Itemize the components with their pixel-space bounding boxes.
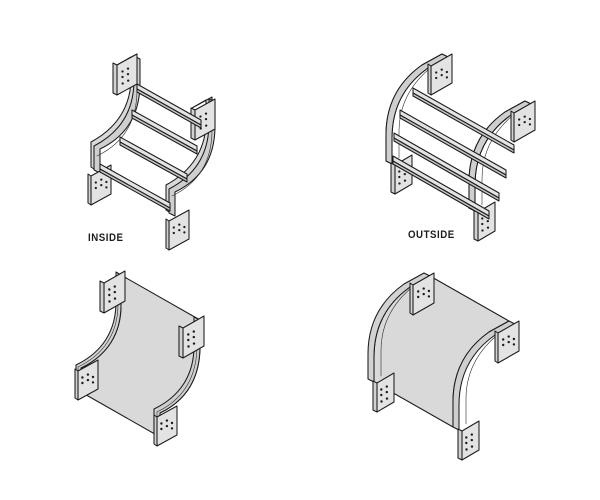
bolt-hole-group [160, 419, 174, 431]
near-top-flange-plate [510, 100, 536, 143]
bolt-hole-group [108, 285, 117, 303]
far-bottom-flange-plate [74, 359, 99, 401]
caption-inside: INSIDE [88, 232, 124, 244]
caption-outside: OUTSIDE [408, 229, 455, 241]
bolt-hole-group [417, 287, 431, 299]
far-top-flange-plate [99, 270, 126, 314]
solid-outside-drawing [367, 272, 520, 461]
ladder-rung [119, 136, 188, 183]
solid-inside-drawing [74, 270, 205, 447]
near-bottom-flange-plate [457, 420, 480, 461]
bolt-hole-group [481, 214, 490, 232]
far-top-flange-plate [112, 53, 138, 96]
near-bottom-flange-plate [165, 209, 190, 251]
figure-ladder-tray-inside-vertical-elbow [87, 52, 238, 251]
ladder-rung [136, 83, 202, 129]
bolt-hole-group [81, 373, 95, 385]
far-top-flange-plate [427, 53, 453, 96]
near-top-flange-plate [494, 320, 520, 364]
far-top-flange-plate [409, 272, 435, 316]
bolt-hole-group [121, 67, 130, 85]
bolt-hole-group [172, 223, 186, 235]
figure-solid-bottom-tray-outside-vertical-elbow [367, 272, 530, 461]
ladder-inside-drawing [87, 53, 216, 251]
ladder-rung [412, 87, 515, 154]
near-side-rail [165, 96, 216, 217]
ladder-outside-drawing [385, 53, 536, 242]
near-bottom-flange-plate [153, 405, 178, 447]
ladder-rung [131, 109, 198, 155]
bolt-hole-group [187, 330, 196, 348]
bolt-hole-group [502, 335, 516, 347]
ladder-rung [99, 163, 171, 212]
far-bottom-flange-plate [372, 372, 395, 413]
ladder-rung [399, 109, 507, 179]
bolt-hole-group [380, 385, 389, 403]
figure-ladder-tray-outside-vertical-elbow [385, 52, 546, 242]
bolt-hole-group [435, 68, 449, 80]
ladder-rung [392, 155, 490, 220]
bolt-hole-group [94, 178, 108, 190]
ladder-rungs [99, 83, 202, 212]
bolt-hole-group [465, 433, 474, 451]
near-top-flange-plate [178, 315, 205, 359]
ladder-rungs [392, 87, 515, 220]
bolt-hole-group [518, 115, 532, 127]
ladder-rung [393, 132, 500, 202]
figure-solid-bottom-tray-inside-vertical-elbow [74, 262, 245, 447]
